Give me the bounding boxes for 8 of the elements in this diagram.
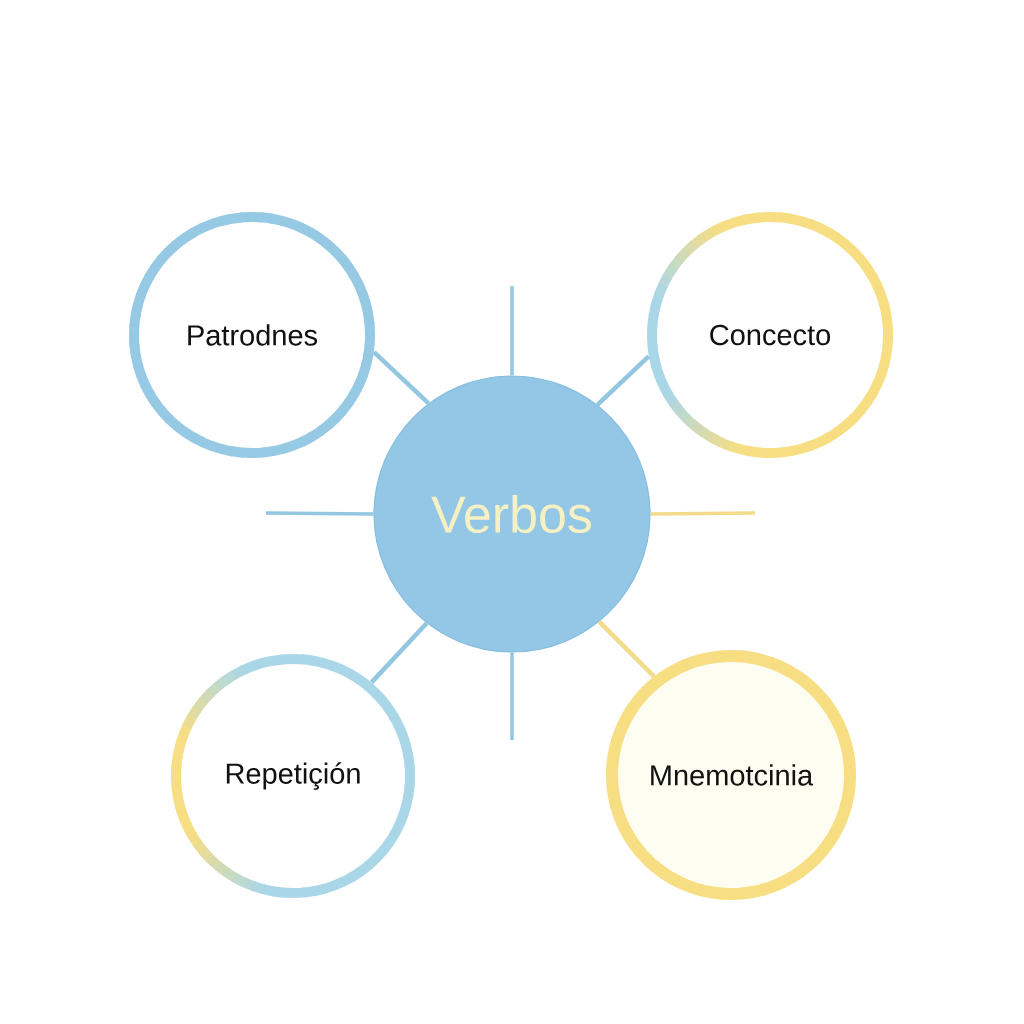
connector-line <box>372 350 431 405</box>
connector-line <box>595 354 651 407</box>
connector-line <box>266 511 374 516</box>
connector-line <box>597 620 656 678</box>
connector-line <box>650 511 756 516</box>
connector-line <box>369 621 429 684</box>
connector-line <box>510 652 514 740</box>
connector-line <box>510 286 514 376</box>
